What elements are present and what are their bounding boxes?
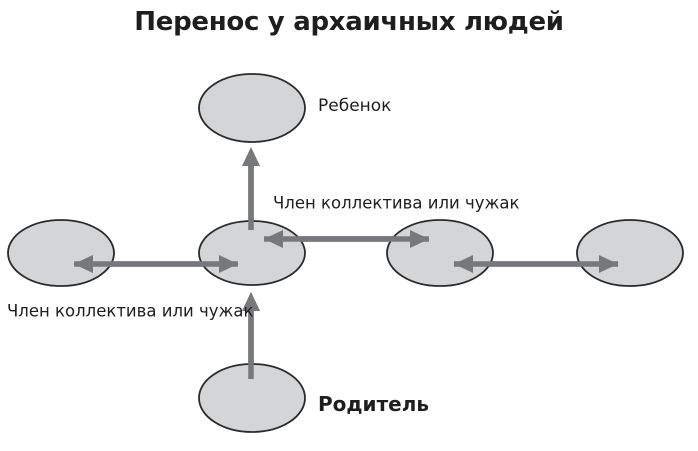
arrowhead-right-overlay2	[219, 255, 238, 273]
arrowhead-left-overlay4	[454, 255, 473, 273]
arrowhead-left-overlay2	[74, 255, 93, 273]
arrowhead-left-overlay3	[264, 230, 283, 248]
diagram-title: Перенос у архаичных людей	[134, 7, 564, 37]
arrowhead-right-overlay4	[599, 255, 618, 273]
member-label-top: Член коллектива или чужак	[273, 193, 520, 213]
ellipse-child	[198, 73, 306, 143]
ellipse-center	[198, 220, 306, 286]
ellipse-left-member	[7, 219, 115, 287]
arrowhead-up-overlay	[242, 292, 260, 311]
arrowhead-right-overlay3	[410, 230, 429, 248]
child-label: Ребенок	[318, 96, 392, 116]
member-label-bottom: Член коллектива или чужак	[7, 301, 254, 321]
ellipse-right-member	[386, 219, 494, 287]
arrowhead-up	[242, 147, 260, 166]
ellipse-farright-member	[576, 219, 684, 287]
parent-label: Родитель	[318, 392, 430, 416]
